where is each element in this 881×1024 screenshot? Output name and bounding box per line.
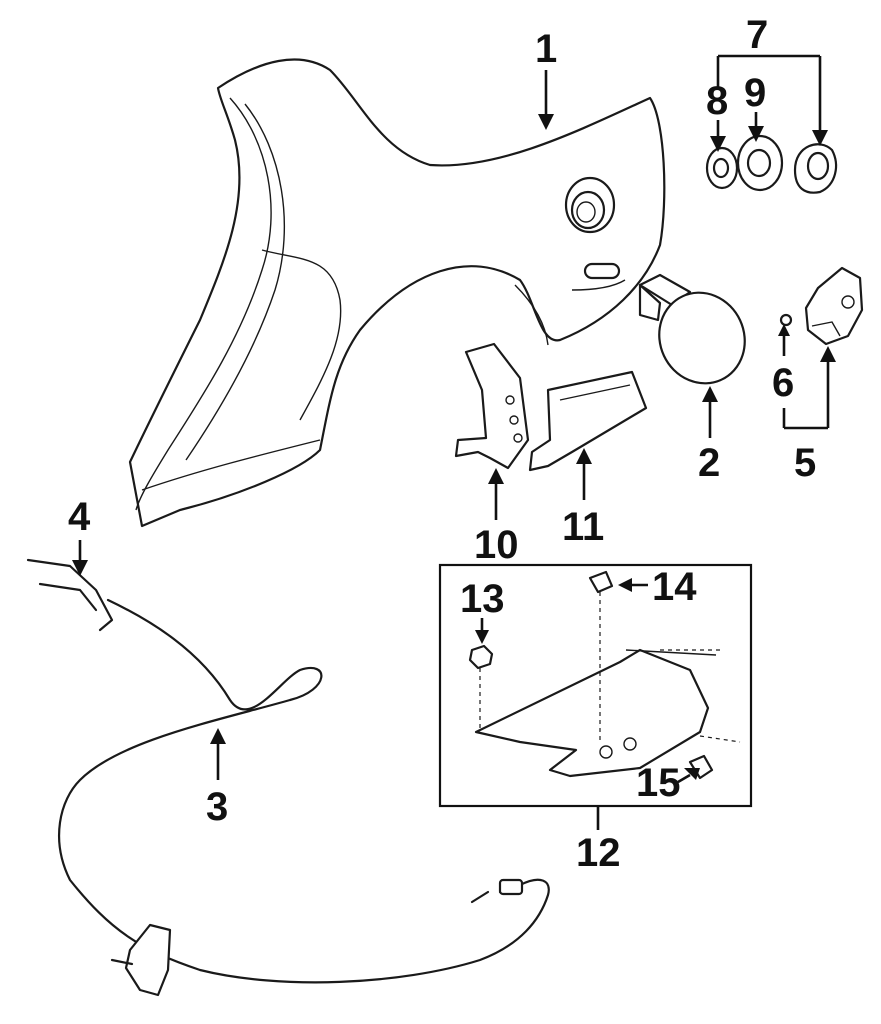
callout-3: 3 bbox=[206, 785, 228, 829]
callout-12: 12 bbox=[576, 831, 621, 875]
bracket-11 bbox=[528, 370, 648, 472]
lock-housing bbox=[804, 266, 864, 346]
callout-5: 5 bbox=[794, 441, 816, 485]
screw bbox=[779, 313, 793, 327]
grommet-9 bbox=[736, 134, 784, 192]
callout-labels: 1 2 3 4 5 6 7 8 9 10 11 12 13 14 15 bbox=[68, 13, 816, 875]
leaders bbox=[72, 54, 836, 830]
bracket-10 bbox=[454, 342, 530, 470]
kit-bracket bbox=[474, 648, 741, 778]
callout-4: 4 bbox=[68, 495, 91, 539]
callout-10: 10 bbox=[474, 523, 519, 567]
callout-14: 14 bbox=[652, 565, 697, 609]
quarter-panel bbox=[128, 58, 666, 528]
callout-15: 15 bbox=[636, 761, 681, 805]
callout-9: 9 bbox=[744, 71, 766, 115]
callout-6: 6 bbox=[772, 361, 794, 405]
callout-13: 13 bbox=[460, 577, 505, 621]
clip-14 bbox=[588, 570, 614, 740]
nut-13 bbox=[468, 644, 494, 728]
grommet-7 bbox=[793, 143, 838, 194]
callout-7: 7 bbox=[746, 13, 768, 57]
callout-2: 2 bbox=[698, 441, 720, 485]
fuel-door bbox=[638, 273, 746, 385]
grommet-8 bbox=[705, 146, 739, 190]
kit-box bbox=[438, 563, 753, 808]
callout-8: 8 bbox=[706, 79, 728, 123]
callout-1: 1 bbox=[535, 27, 557, 71]
release-cable bbox=[26, 558, 550, 997]
callout-11: 11 bbox=[562, 505, 604, 549]
